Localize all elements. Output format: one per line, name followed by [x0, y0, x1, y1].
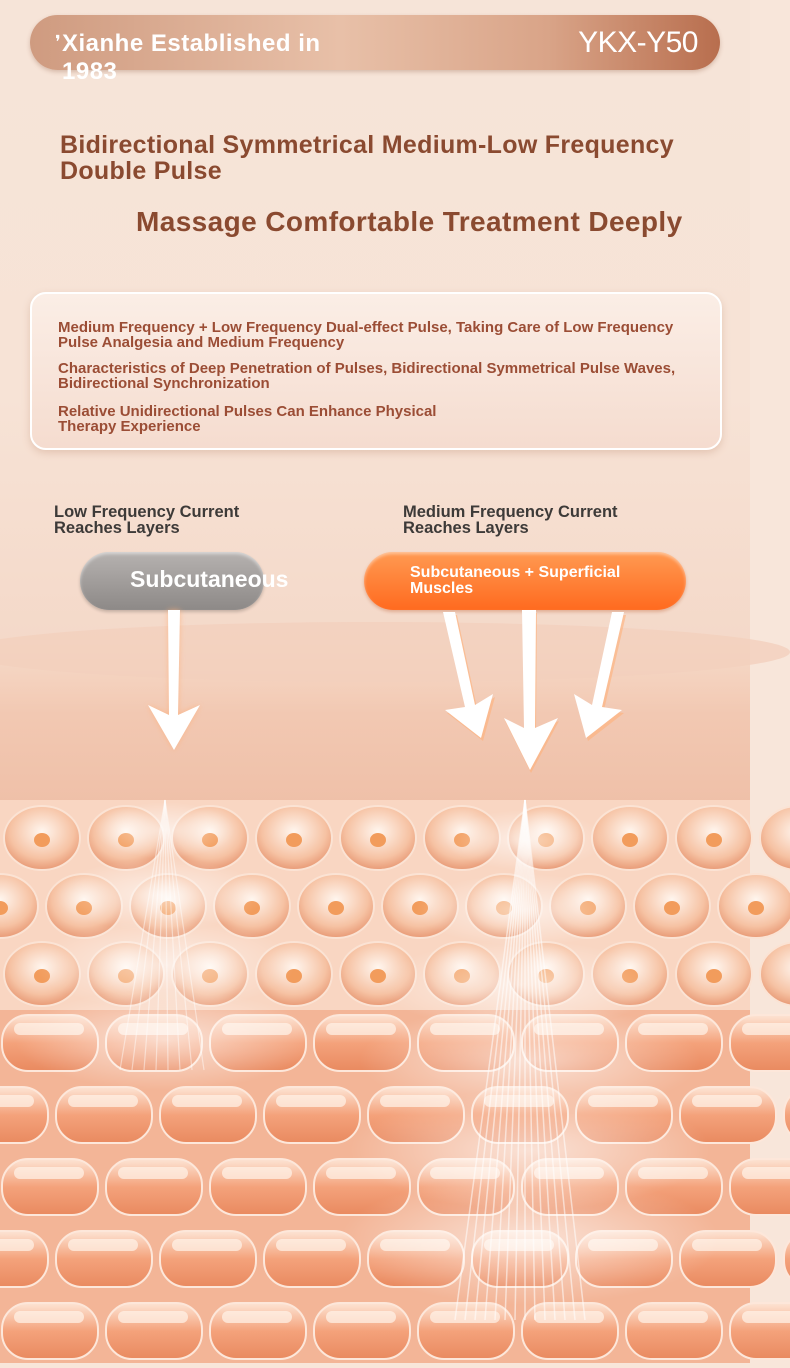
headline-secondary: Massage Comfortable Treatment Deeply [136, 206, 683, 237]
model-number: YKX-Y50 [578, 26, 698, 59]
current-ray [524, 799, 566, 1321]
muscle-fiber [209, 1158, 307, 1216]
tissue-cells-illustration [0, 799, 790, 1363]
brand-text: Xianhe Established in 1983 [62, 30, 321, 85]
current-ray [484, 799, 526, 1321]
current-glow [350, 1090, 710, 1210]
arrow-down-icon [574, 612, 626, 741]
muscle-fiber [55, 1086, 153, 1144]
current-ray [119, 799, 166, 1071]
muscle-fiber [0, 1230, 49, 1288]
arrow-down-icon [148, 610, 200, 750]
muscle-fiber [55, 1230, 153, 1288]
muscle-fiber [313, 1302, 411, 1360]
cell [0, 873, 39, 939]
muscle-fiber [729, 1302, 790, 1360]
current-glow [35, 920, 295, 1010]
current-ray [464, 799, 526, 1321]
muscle-fiber [159, 1230, 257, 1288]
current-glow [55, 859, 265, 931]
current-ray [524, 799, 546, 1321]
current-glow [95, 802, 235, 858]
current-ray [524, 799, 576, 1321]
current-ray [164, 799, 181, 1071]
current-ray [524, 799, 556, 1321]
current-ray [143, 799, 166, 1071]
low-frequency-layer-label: Subcutaneous [130, 566, 289, 592]
muscle-fiber [0, 1086, 49, 1144]
cell [675, 805, 753, 871]
current-glow [380, 940, 660, 1030]
muscle-fiber [263, 1230, 361, 1288]
muscle-fiber [1, 1302, 99, 1360]
muscle-fiber [679, 1086, 777, 1144]
feature-item: Medium Frequency + Low Frequency Dual-ef… [58, 319, 674, 351]
muscle-fiber [209, 1302, 307, 1360]
medium-frequency-layer-label: Subcutaneous + Superficial Muscles [410, 564, 621, 597]
muscle-fiber [625, 1302, 723, 1360]
cell [759, 941, 790, 1007]
current-ray [474, 799, 526, 1321]
cell [675, 941, 753, 1007]
current-ray [164, 799, 205, 1071]
muscle-fiber [105, 1302, 203, 1360]
muscle-fiber [159, 1086, 257, 1144]
muscle-fiber [783, 1238, 790, 1280]
muscle-fiber [263, 1086, 361, 1144]
current-glow [340, 1175, 720, 1305]
current-ray [524, 799, 586, 1321]
muscle-fiber [1, 1158, 99, 1216]
brand-bar [30, 15, 720, 70]
headline-primary: Bidirectional Symmetrical Medium-Low Fre… [60, 131, 674, 185]
cell [633, 873, 711, 939]
cell [255, 805, 333, 871]
cell [297, 873, 375, 939]
cell [591, 805, 669, 871]
cell [3, 805, 81, 871]
current-ray [131, 799, 166, 1071]
feature-item: Characteristics of Deep Penetration of P… [58, 360, 676, 392]
current-ray [494, 799, 526, 1321]
current-ray [155, 799, 166, 1071]
muscle-fiber [729, 1158, 790, 1216]
muscle-fiber [783, 1094, 790, 1136]
feature-card: Medium Frequency + Low Frequency Dual-ef… [30, 292, 722, 450]
current-ray [454, 799, 526, 1321]
tissue-cells-graphic [0, 799, 790, 1363]
muscle-fiber [105, 1158, 203, 1216]
cell [717, 873, 790, 939]
current-ray [504, 799, 526, 1321]
medium-frequency-heading: Medium Frequency Current Reaches Layers [403, 503, 618, 537]
arrow-down-icon [504, 610, 559, 773]
low-frequency-heading: Low Frequency Current Reaches Layers [54, 503, 240, 537]
medium-frequency-layer-pill: Subcutaneous + Superficial Muscles [364, 552, 686, 610]
feature-item: Relative Unidirectional Pulses Can Enhan… [58, 403, 437, 435]
cell [759, 805, 790, 871]
skin-surface-band [0, 622, 790, 805]
low-frequency-layer-pill: Subcutaneous [80, 552, 288, 610]
current-ray [164, 799, 193, 1071]
sparkle-icon: ❜ [55, 32, 61, 52]
arrow-down-icon [443, 612, 495, 741]
cell [339, 805, 417, 871]
current-glow [15, 990, 315, 1090]
muscle-fiber [729, 1014, 790, 1072]
muscle-fiber [521, 1302, 619, 1360]
current-ray [514, 799, 526, 1321]
current-ray [164, 799, 169, 1071]
current-ray [524, 799, 536, 1321]
